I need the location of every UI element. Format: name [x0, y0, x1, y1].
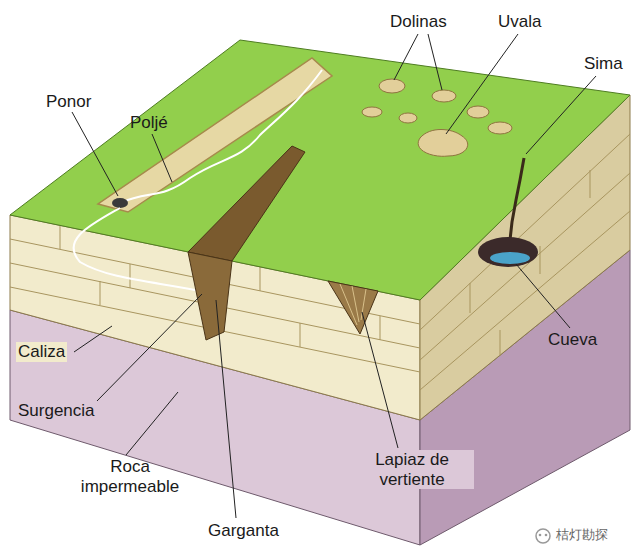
gorge-face [188, 252, 232, 340]
part-label: Cueva [546, 330, 599, 350]
part-label: Lapiaz de vertiente [350, 450, 474, 489]
lapiaz-notch [328, 281, 378, 334]
part-label: Roca impermeable [68, 457, 192, 496]
polje-floor [98, 58, 332, 212]
part-label: Uvala [496, 12, 543, 32]
ponor-hole [112, 198, 128, 208]
cave-opening [478, 237, 538, 267]
watermark-icon [536, 529, 550, 543]
uvala [418, 130, 468, 157]
ground-surface [10, 40, 630, 300]
part-label: Poljé [128, 113, 170, 133]
watermark: 桔灯勘探 [554, 528, 610, 543]
part-label: Ponor [44, 92, 93, 112]
gorge-top [188, 146, 305, 261]
part-label: Sima [582, 54, 625, 74]
part-label: Caliza [16, 342, 67, 362]
part-label: Surgencia [16, 401, 97, 421]
part-label: Garganta [206, 521, 281, 541]
underground-flow [74, 208, 205, 292]
leader-lines [72, 34, 596, 518]
part-label: Dolinas [388, 12, 449, 32]
cave-water [490, 252, 530, 264]
dolinas [362, 79, 512, 134]
sima-shaft [510, 158, 524, 240]
river [120, 70, 322, 203]
